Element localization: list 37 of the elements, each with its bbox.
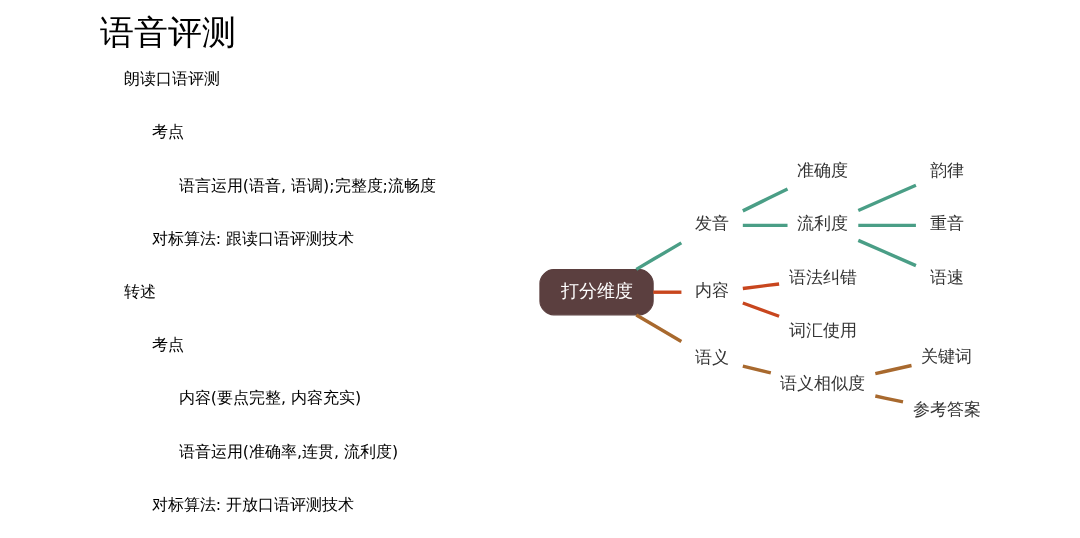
node-box: 打分维度 [538,269,654,316]
node-text: 关键词 [920,345,972,366]
node-text: 语法纠错 [788,266,857,287]
node-text: 准确度 [796,160,848,181]
node-text: 语义相似度 [779,372,865,393]
node-text: 语速 [929,266,964,287]
label: 对标算法: 跟读口语评测技术 [151,228,354,248]
connector [742,282,779,291]
connector [634,241,682,271]
label: 转述 [123,281,156,301]
node-text: 流利度 [796,213,848,234]
connector [857,238,917,268]
diagram-title: 语音评测 [99,12,236,53]
connector [742,223,788,228]
connector [874,394,903,404]
node-text: 内容 [694,280,729,301]
connector [652,290,681,294]
connector [874,363,912,376]
connector [857,183,917,212]
node-text: 发音 [694,213,729,234]
connector [741,301,780,318]
connector [741,364,771,375]
label: 考点 [151,335,184,355]
connector [741,187,788,213]
label: 考点 [151,122,184,142]
node-text: 语义 [694,346,729,367]
node-text: 参考答案 [912,399,981,420]
node-text: 韵律 [929,160,964,181]
label: 朗读口语评测 [123,69,220,89]
node-text: 词汇使用 [788,319,857,340]
label: 语言运用(语音, 语调);完整度;流畅度 [178,175,436,195]
connector [634,313,682,344]
node-text: 重音 [929,213,964,234]
label: 语音运用(准确率,连贯, 流利度) [178,441,398,461]
connector [857,223,916,228]
label: 内容(要点完整, 内容充实) [178,388,361,408]
label: 对标算法: 开放口语评测技术 [151,494,354,514]
